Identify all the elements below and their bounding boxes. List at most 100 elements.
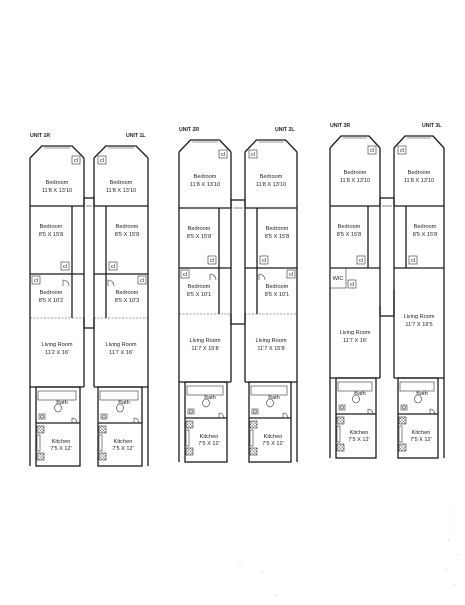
bathtub-icon bbox=[250, 385, 288, 396]
rear-wing bbox=[335, 377, 377, 459]
room-name-bath: Bath bbox=[118, 400, 130, 406]
closet-box bbox=[397, 145, 407, 155]
sink-basin-icon bbox=[253, 409, 257, 414]
kitchen-fixtures bbox=[98, 425, 107, 461]
room-name-bedroom-rear: Bedroom bbox=[40, 290, 63, 296]
room-name-kitchen: Kitchen bbox=[264, 434, 283, 440]
speckle bbox=[457, 554, 459, 556]
room-name-bath: Bath bbox=[354, 391, 366, 397]
closet-label: cl bbox=[359, 258, 363, 264]
room-name-living-room: Living Room bbox=[255, 338, 286, 344]
kitchen-fixtures bbox=[249, 420, 258, 456]
toilet-icon bbox=[116, 403, 124, 413]
speckle bbox=[239, 565, 241, 567]
sink-basin-icon bbox=[189, 409, 193, 414]
refrigerator-icon bbox=[336, 443, 345, 452]
closet-box bbox=[31, 275, 41, 285]
door-swing bbox=[71, 417, 78, 424]
room-dims-bedroom-front: 11'8 X 13'10 bbox=[404, 178, 434, 184]
counter-icon bbox=[98, 434, 103, 452]
room-name-living-room: Living Room bbox=[41, 342, 72, 348]
bath-fixtures bbox=[186, 385, 224, 415]
room-dims-living-room: 11'7 X 15'8 bbox=[191, 346, 218, 352]
room-dims-bedroom-front: 11'8 X 13'10 bbox=[106, 188, 136, 194]
refrigerator-icon bbox=[98, 452, 107, 461]
sink-icon bbox=[251, 408, 259, 415]
closet-box bbox=[180, 269, 190, 279]
bay-window bbox=[29, 145, 85, 159]
room-dims-bedroom-mid: 8'5 X 15'8 bbox=[265, 234, 290, 240]
closet-box bbox=[286, 269, 296, 279]
speckle bbox=[453, 584, 455, 586]
sink-icon bbox=[100, 413, 108, 420]
door-swing bbox=[429, 408, 436, 415]
closet-box bbox=[71, 155, 81, 165]
rear-wing bbox=[184, 381, 228, 463]
room-name-bedroom-mid: Bedroom bbox=[116, 224, 139, 230]
sink-basin-icon bbox=[402, 405, 406, 410]
bathtub-icon bbox=[399, 381, 435, 392]
room-dims-kitchen: 7'5 X 12' bbox=[348, 437, 369, 443]
closet-box bbox=[137, 275, 147, 285]
bay-window bbox=[329, 135, 381, 149]
room-name-bedroom-front: Bedroom bbox=[260, 174, 283, 180]
room-dims-bedroom-mid: 8'5 X 15'8 bbox=[337, 232, 362, 238]
sink-basin-icon bbox=[340, 405, 344, 410]
sink-icon bbox=[187, 408, 195, 415]
sink-basin-icon bbox=[102, 414, 106, 419]
room-dims-bedroom-front: 11'8 X 13'10 bbox=[256, 182, 286, 188]
counter-icon bbox=[249, 429, 254, 447]
room-dims-kitchen: 7'5 X 12' bbox=[198, 441, 219, 447]
bath-fixtures bbox=[37, 390, 77, 420]
toilet-icon bbox=[202, 398, 210, 408]
bath-fixtures bbox=[337, 381, 373, 411]
toilet-icon bbox=[352, 394, 360, 404]
rear-wing bbox=[35, 386, 81, 467]
closet-label: cl bbox=[370, 148, 374, 154]
closet-label: cl bbox=[400, 148, 404, 154]
room-dims-kitchen: 7'5 X 12' bbox=[112, 446, 133, 452]
sink-icon bbox=[400, 404, 408, 411]
stove-icon bbox=[98, 425, 107, 434]
room-dims-living-room: 11'7 X 16' bbox=[343, 338, 367, 344]
sink-basin-icon bbox=[40, 414, 44, 419]
closet-box bbox=[347, 279, 357, 289]
unit-label: UNIT 3L bbox=[422, 123, 442, 129]
room-name-bedroom-front: Bedroom bbox=[408, 170, 431, 176]
room-dims-living-room: 11'7 X 19'5 bbox=[405, 322, 432, 328]
closet-box bbox=[248, 149, 258, 159]
room-dims-living-room: 11'2 X 16' bbox=[45, 350, 69, 356]
refrigerator-icon bbox=[249, 447, 258, 456]
sink-icon bbox=[338, 404, 346, 411]
closet-box bbox=[367, 145, 377, 155]
closet-label: cl bbox=[289, 272, 293, 278]
room-dims-bedroom-mid: 8'5 X 15'8 bbox=[187, 234, 212, 240]
room-name-kitchen: Kitchen bbox=[52, 439, 71, 445]
closet-box bbox=[108, 261, 118, 271]
room-name-bedroom-front: Bedroom bbox=[110, 180, 133, 186]
room-name-bath: Bath bbox=[204, 395, 216, 401]
shared-stairwell bbox=[230, 199, 246, 325]
room-name-bedroom-mid: Bedroom bbox=[188, 226, 211, 232]
room-name-kitchen: Kitchen bbox=[350, 430, 369, 436]
closet-label: cl bbox=[140, 278, 144, 284]
unit-label: UNIT 3R bbox=[330, 123, 350, 129]
closet-label: cl bbox=[210, 258, 214, 264]
room-dims-kitchen: 7'5 X 12' bbox=[50, 446, 71, 452]
closet-box bbox=[259, 255, 269, 265]
speckle bbox=[454, 527, 456, 529]
sink-icon bbox=[38, 413, 46, 420]
kitchen-fixtures bbox=[36, 425, 45, 461]
bay-window bbox=[393, 135, 445, 149]
room-name-bedroom-mid: Bedroom bbox=[266, 226, 289, 232]
room-dims-bedroom-mid: 8'5 X 15'8 bbox=[413, 232, 438, 238]
room-name-bedroom-front: Bedroom bbox=[344, 170, 367, 176]
room-dims-bedroom-rear: 8'5 X 10'1 bbox=[187, 292, 212, 298]
door-swing bbox=[218, 412, 225, 419]
closet-label: cl bbox=[411, 258, 415, 264]
